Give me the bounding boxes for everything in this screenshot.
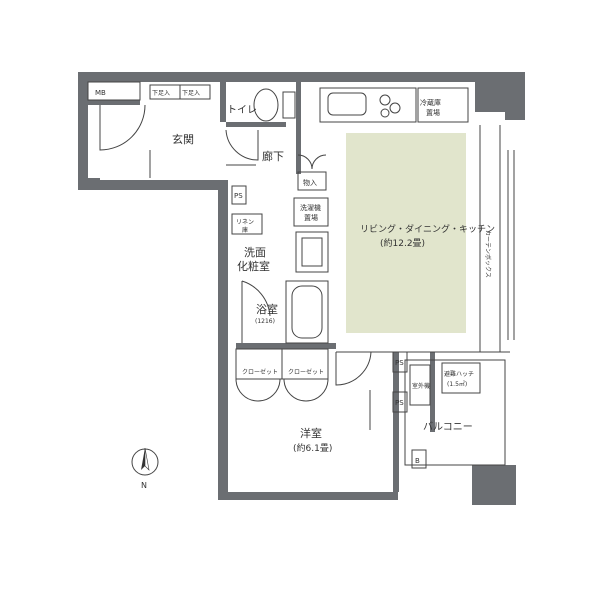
b-mark-label: B bbox=[415, 457, 420, 465]
shoe-cabinet-left-label: 下足入 bbox=[152, 90, 170, 97]
youshitsu-label: 洋室 bbox=[300, 426, 322, 440]
ps-lower2-label: PS bbox=[395, 399, 404, 407]
hinan-hatch-label: 避難ハッチ bbox=[444, 370, 474, 378]
yokushitsu-size-label: (1216) bbox=[255, 318, 275, 325]
compass-n-label: N bbox=[141, 481, 147, 490]
keshoushitsu-label: 化粧室 bbox=[237, 259, 270, 273]
ps-upper-label: PS bbox=[234, 192, 243, 200]
yokushitsu-label: 浴室 bbox=[256, 302, 278, 316]
ldk-floor bbox=[346, 133, 466, 333]
genkan-label: 玄関 bbox=[172, 132, 194, 146]
linen2-label: 庫 bbox=[242, 226, 248, 234]
sentakuki-label: 洗濯機 bbox=[300, 203, 321, 212]
ldk-size-label: (約12.2畳) bbox=[380, 237, 425, 249]
curtain-box-label: カーテンボックス bbox=[484, 230, 492, 278]
hinan-hatch-size-label: (1.5㎡) bbox=[447, 380, 467, 388]
closet-left-label: クローゼット bbox=[242, 368, 278, 376]
okiba2-label: 置場 bbox=[426, 108, 440, 117]
linen-label: リネン bbox=[236, 219, 254, 226]
mono-label: 物入 bbox=[303, 178, 317, 187]
room-labels: MB 下足入 下足入 玄関 トイレ 廊下 物入 PS 洗濯機 置場 リネン 庫 … bbox=[95, 89, 495, 490]
shitsugaiki-label: 室外機 bbox=[412, 382, 430, 390]
okiba1-label: 置場 bbox=[304, 213, 318, 222]
balcony-label: バルコニー bbox=[423, 421, 473, 433]
compass bbox=[131, 447, 159, 476]
youshitsu-size-label: (約6.1畳) bbox=[293, 442, 332, 454]
mb-label: MB bbox=[95, 89, 106, 97]
fixtures bbox=[87, 81, 515, 469]
toilet-label: トイレ bbox=[227, 105, 257, 116]
rouka-label: 廊下 bbox=[262, 149, 284, 163]
walls bbox=[78, 72, 525, 505]
shoe-cabinet-right-label: 下足入 bbox=[182, 90, 200, 97]
ps-lower1-label: PS bbox=[395, 359, 404, 367]
closet-right-label: クローゼット bbox=[288, 368, 324, 376]
reizouko-label: 冷蔵庫 bbox=[420, 98, 441, 107]
ldk-label: リビング・ダイニング・キッチン bbox=[360, 223, 495, 235]
senmen-label: 洗面 bbox=[244, 246, 266, 259]
